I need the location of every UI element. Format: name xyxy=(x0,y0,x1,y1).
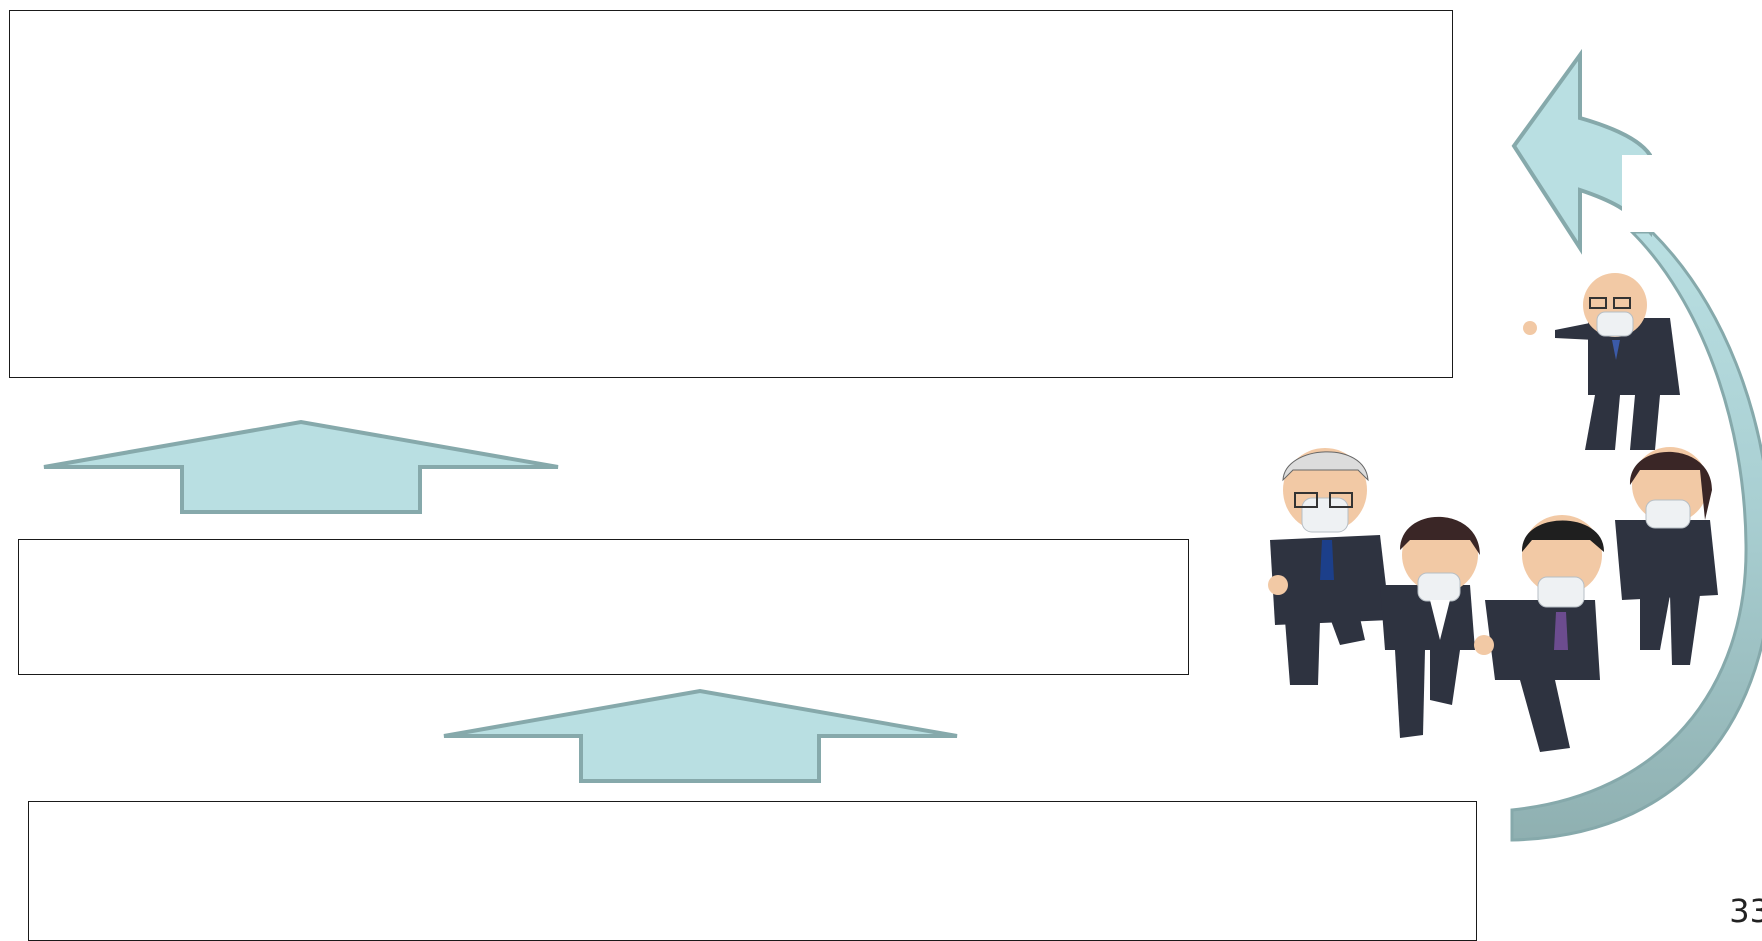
up-arrow-icon xyxy=(444,691,957,781)
man-figure xyxy=(1474,515,1604,752)
up-arrow-icon xyxy=(44,422,558,512)
woman-figure xyxy=(1380,517,1480,738)
masked-business-people-illustration xyxy=(1268,273,1718,752)
boss-pointing-figure xyxy=(1523,273,1680,450)
woman-back-figure xyxy=(1615,447,1718,665)
man-with-glasses-figure xyxy=(1268,448,1390,685)
page-number: 33 xyxy=(1729,892,1762,930)
